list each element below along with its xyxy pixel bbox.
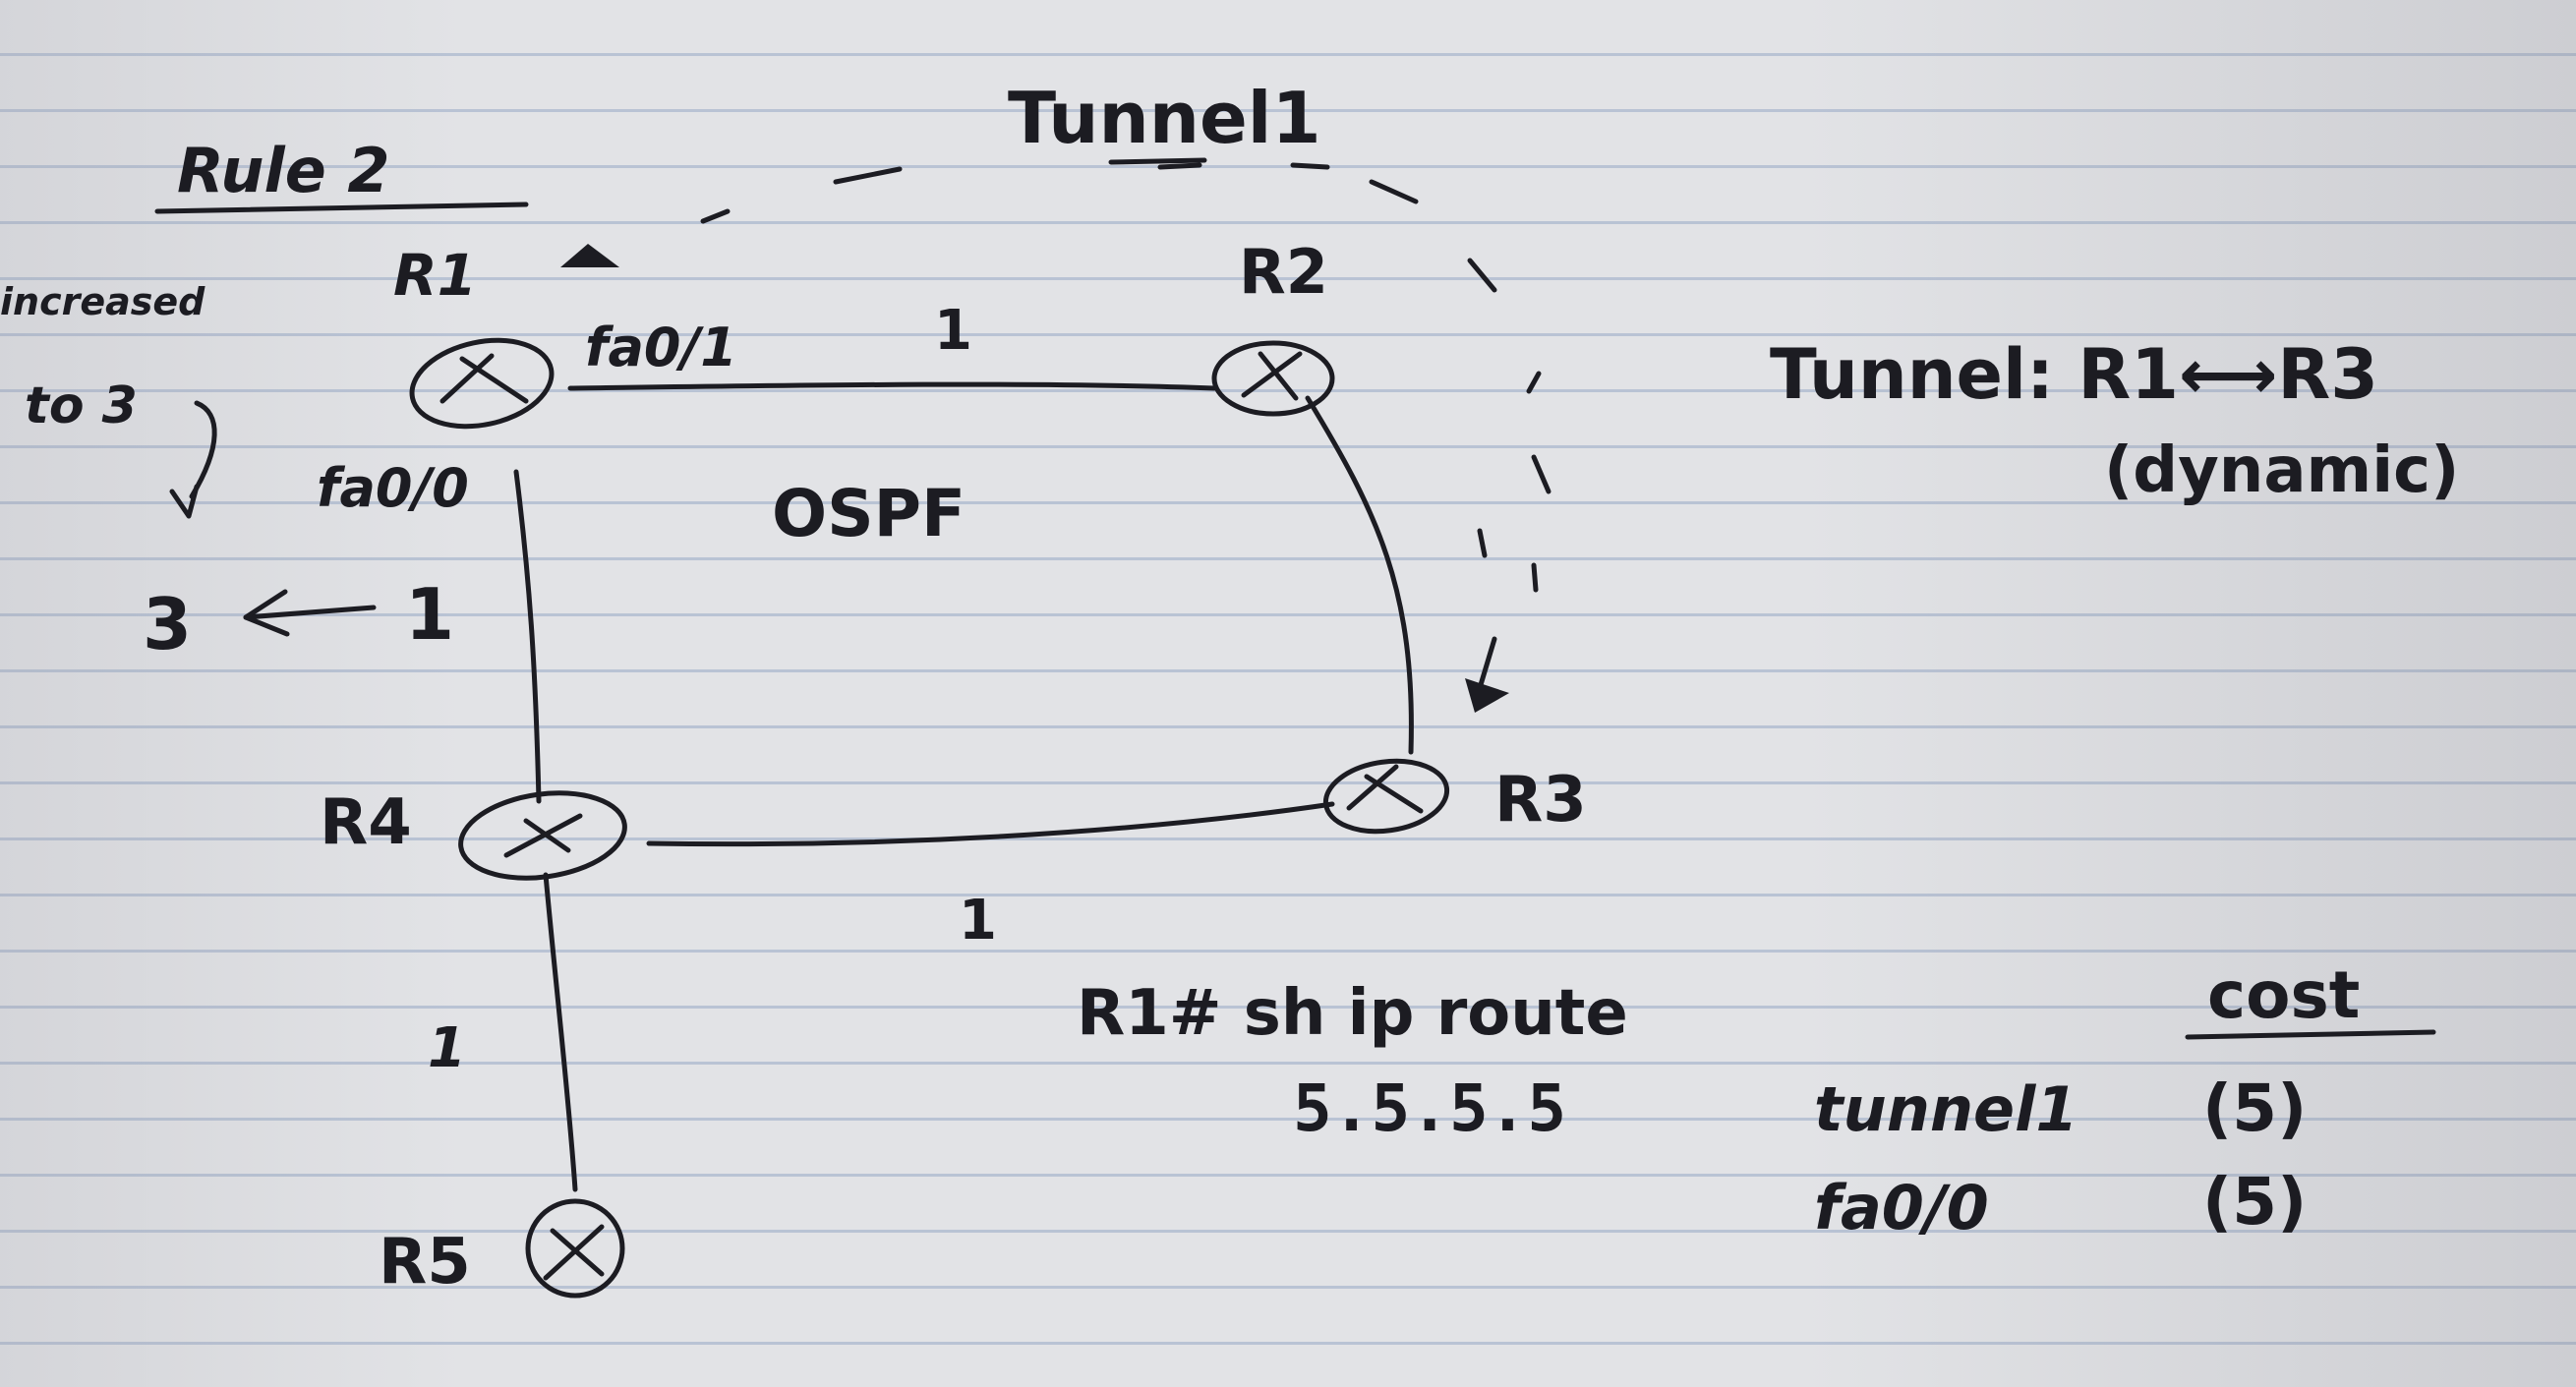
tunnel-arrow-head (1465, 678, 1509, 713)
tunnel-note-line2: (dynamic) (2104, 434, 2459, 507)
tunnel-start-mark (560, 244, 619, 267)
link-r4-r3 (646, 801, 1335, 847)
page-title: Rule 2 (177, 135, 390, 206)
title-underline (154, 202, 529, 214)
link-r1-r2 (567, 381, 1217, 391)
cost-change-arrow (243, 605, 377, 620)
cost-change-arrow-head (243, 589, 290, 637)
cost-header-underline (2185, 1029, 2436, 1040)
tunnel-underline (1108, 157, 1207, 165)
note-arrow (189, 400, 217, 499)
route-entry-cost: (5) (2202, 1164, 2307, 1240)
router-r1 (409, 337, 555, 430)
router-r3 (1322, 758, 1450, 835)
route-prefix: 5.5.5.5 (1293, 1070, 1566, 1146)
protocol-label: OSPF (772, 476, 966, 551)
tunnel-path (700, 162, 1551, 713)
interface-r1-r2-label: fa0/1 (585, 317, 737, 378)
router-r4 (458, 790, 627, 881)
interface-r1-r4-label: fa0/0 (317, 457, 469, 519)
route-entry-interface: tunnel1 (1814, 1073, 2078, 1145)
cost-old: 1 (405, 573, 454, 656)
cost-r4-r5: 1 (428, 1016, 466, 1080)
router-r2-label: R2 (1239, 236, 1328, 308)
router-r5-label: R5 (379, 1226, 471, 1299)
route-command: R1# sh ip route (1077, 977, 1628, 1050)
note-increased: increased (0, 280, 205, 323)
cost-r4-r3: 1 (959, 889, 997, 953)
route-entry-cost: (5) (2202, 1070, 2307, 1146)
router-r4-label: R4 (320, 786, 412, 859)
link-r2-r3 (1305, 395, 1414, 755)
cost-r1-r2: 1 (934, 299, 972, 363)
note-to-3: to 3 (25, 376, 138, 435)
route-entry-interface: fa0/0 (1814, 1172, 1989, 1243)
tunnel-note-line1: Tunnel: R1⟷R3 (1770, 334, 2378, 415)
note-arrow-head (169, 484, 200, 519)
router-r3-label: R3 (1494, 764, 1587, 837)
link-r4-r5 (543, 872, 578, 1192)
router-r2 (1211, 340, 1335, 417)
router-r5 (525, 1198, 625, 1299)
router-r1-label: R1 (393, 242, 477, 309)
tunnel-label: Tunnel1 (1008, 77, 1321, 159)
cost-new: 3 (143, 583, 192, 665)
cost-header: cost (2207, 957, 2360, 1033)
link-r1-r4 (513, 469, 542, 804)
